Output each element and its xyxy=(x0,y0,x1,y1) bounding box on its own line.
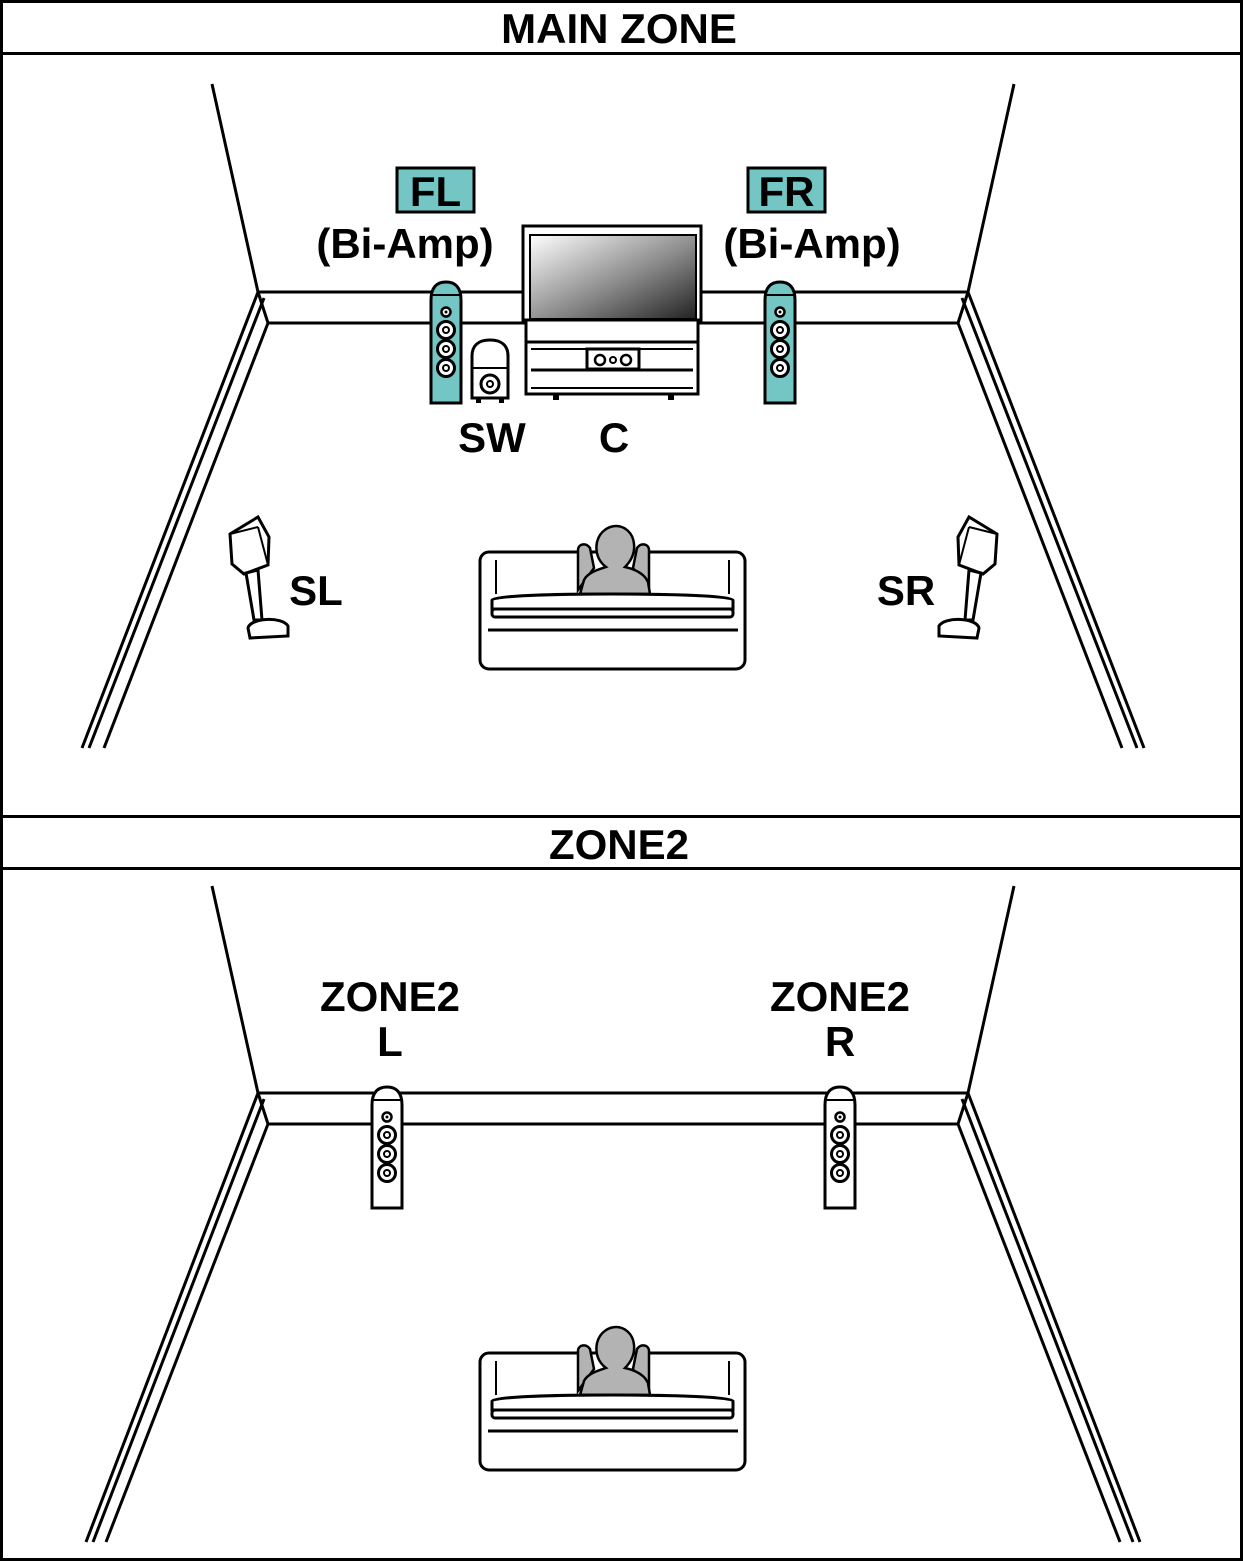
fl-badge xyxy=(395,166,476,214)
fl-bi-amp-label: (Bi-Amp) xyxy=(316,220,493,267)
zone2-right-label-line1: ZONE2 xyxy=(770,973,910,1020)
zone2-left-label-line2: L xyxy=(377,1018,403,1065)
fr-label: FR xyxy=(759,168,815,215)
surround-left-speaker-icon xyxy=(228,514,290,640)
main-zone-title: MAIN ZONE xyxy=(501,5,737,52)
center-speaker-icon xyxy=(585,347,641,371)
zone2-left-tower-speaker-icon xyxy=(370,1085,404,1210)
front-left-tower-speaker-icon xyxy=(429,280,463,405)
zone2-panel: ZONE2 ZONE2 L ZONE2 R xyxy=(0,815,1243,1561)
sl-label: SL xyxy=(289,567,343,614)
zone2-right-label-line2: R xyxy=(825,1018,855,1065)
main-zone-panel: MAIN ZONE FL (Bi-Amp) FR (Bi-Amp) xyxy=(0,0,1243,818)
sr-label: SR xyxy=(877,567,935,614)
zone2-sofa-seat xyxy=(488,1393,738,1433)
sofa-seat xyxy=(488,592,738,632)
subwoofer-icon xyxy=(470,338,510,403)
fr-badge xyxy=(746,166,827,214)
zone2-right-tower-speaker-icon xyxy=(823,1085,857,1210)
zone2-left-label-line1: ZONE2 xyxy=(320,973,460,1020)
fl-label: FL xyxy=(410,168,461,215)
surround-right-speaker-icon xyxy=(937,514,999,640)
zone2-person-icon xyxy=(576,1325,652,1397)
tv-icon xyxy=(521,224,703,400)
fr-bi-amp-label: (Bi-Amp) xyxy=(723,220,900,267)
c-label: C xyxy=(599,414,629,461)
front-right-tower-speaker-icon xyxy=(763,280,797,405)
zone2-room xyxy=(84,885,1142,1543)
person-icon xyxy=(576,524,652,596)
zone2-title: ZONE2 xyxy=(549,821,689,868)
sw-label: SW xyxy=(458,414,526,461)
